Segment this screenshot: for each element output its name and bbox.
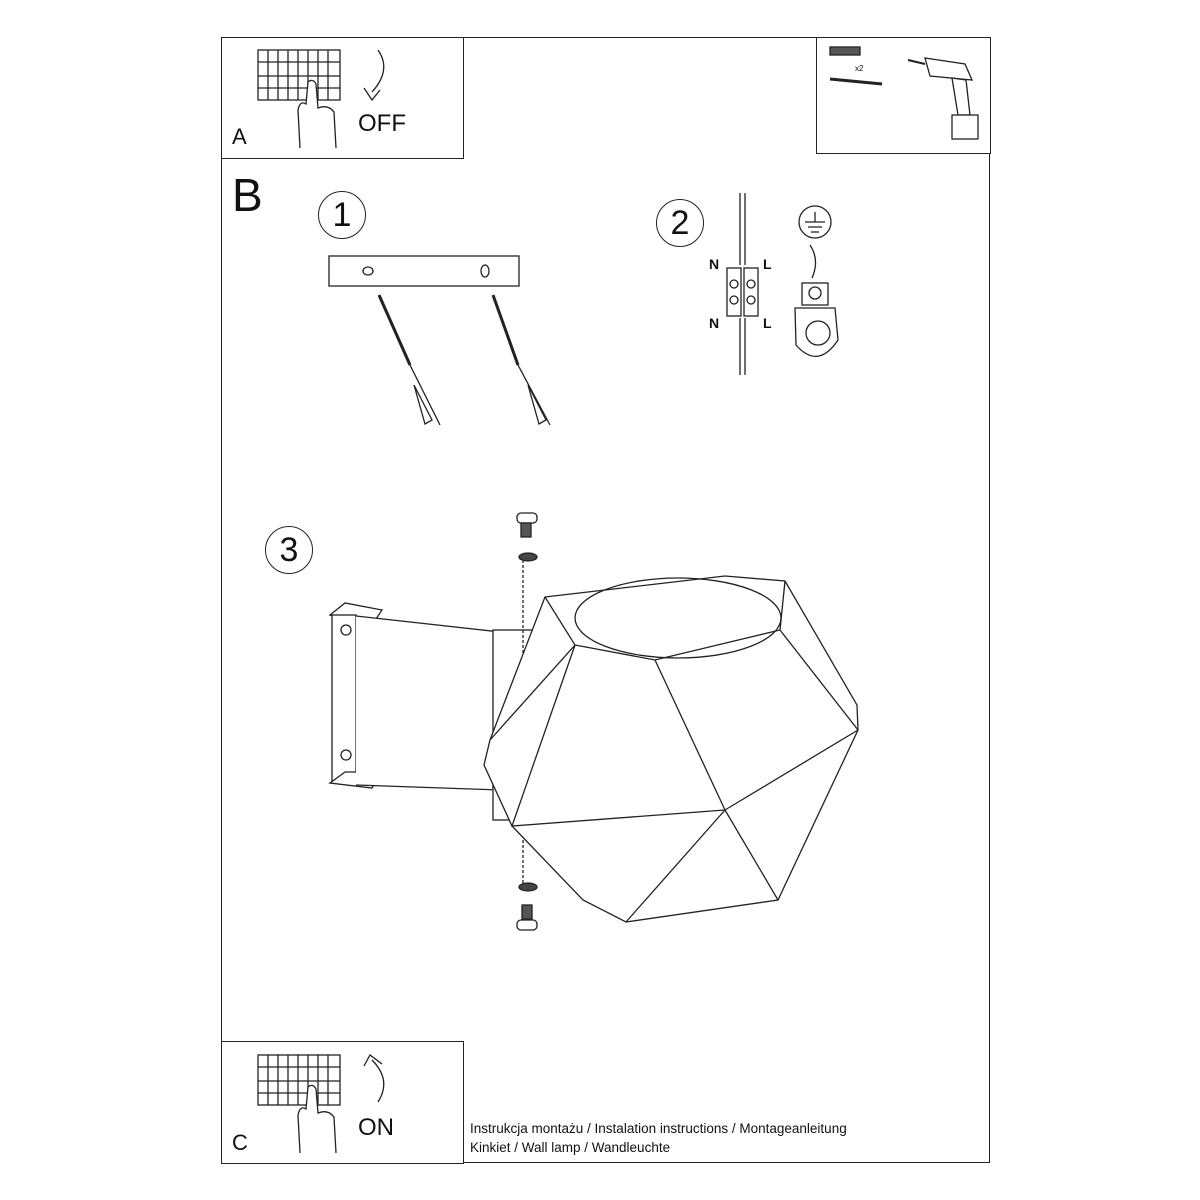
step-b-label: B [232, 169, 263, 221]
caption-line-2: Kinkiet / Wall lamp / Wandleuchte [470, 1140, 671, 1155]
wire-n-bottom: N [709, 315, 720, 331]
wire-l-top: L [763, 256, 772, 272]
drill-icon [907, 57, 979, 140]
wall-bracket [328, 602, 501, 791]
arrow-down-icon [363, 49, 385, 102]
step-c-label: C [232, 1130, 248, 1155]
caption-line-1: Instrukcja montażu / Instalation instruc… [470, 1121, 847, 1136]
screw-icon [491, 294, 551, 426]
circuit-breaker-icon [257, 1054, 341, 1106]
mounting-plate [328, 255, 520, 287]
arrow-up-icon [363, 1054, 385, 1103]
screw-icon [516, 512, 538, 562]
wire-l-bottom: L [763, 315, 772, 331]
quantity-label: x2 [855, 64, 864, 73]
instruction-sheet-frame [221, 37, 990, 1163]
wall-plug-icon [829, 46, 883, 86]
step-a-label: A [232, 124, 247, 149]
wire-n-top: N [709, 256, 720, 272]
lamp-shade [483, 575, 859, 923]
step-c-state: ON [358, 1114, 394, 1141]
screw-icon [516, 882, 538, 931]
circuit-breaker-icon [257, 49, 341, 101]
hand-icon [297, 79, 337, 149]
substep-2-badge: 2 [656, 199, 704, 247]
hand-icon [297, 1084, 337, 1154]
step-a-state: OFF [358, 110, 406, 137]
substep-3-badge: 3 [265, 526, 313, 574]
terminal-block-icon [726, 193, 759, 375]
screw-icon [377, 294, 441, 426]
substep-1-badge: 1 [318, 191, 366, 239]
ground-terminal-icon [794, 244, 839, 357]
ground-icon [798, 205, 832, 239]
